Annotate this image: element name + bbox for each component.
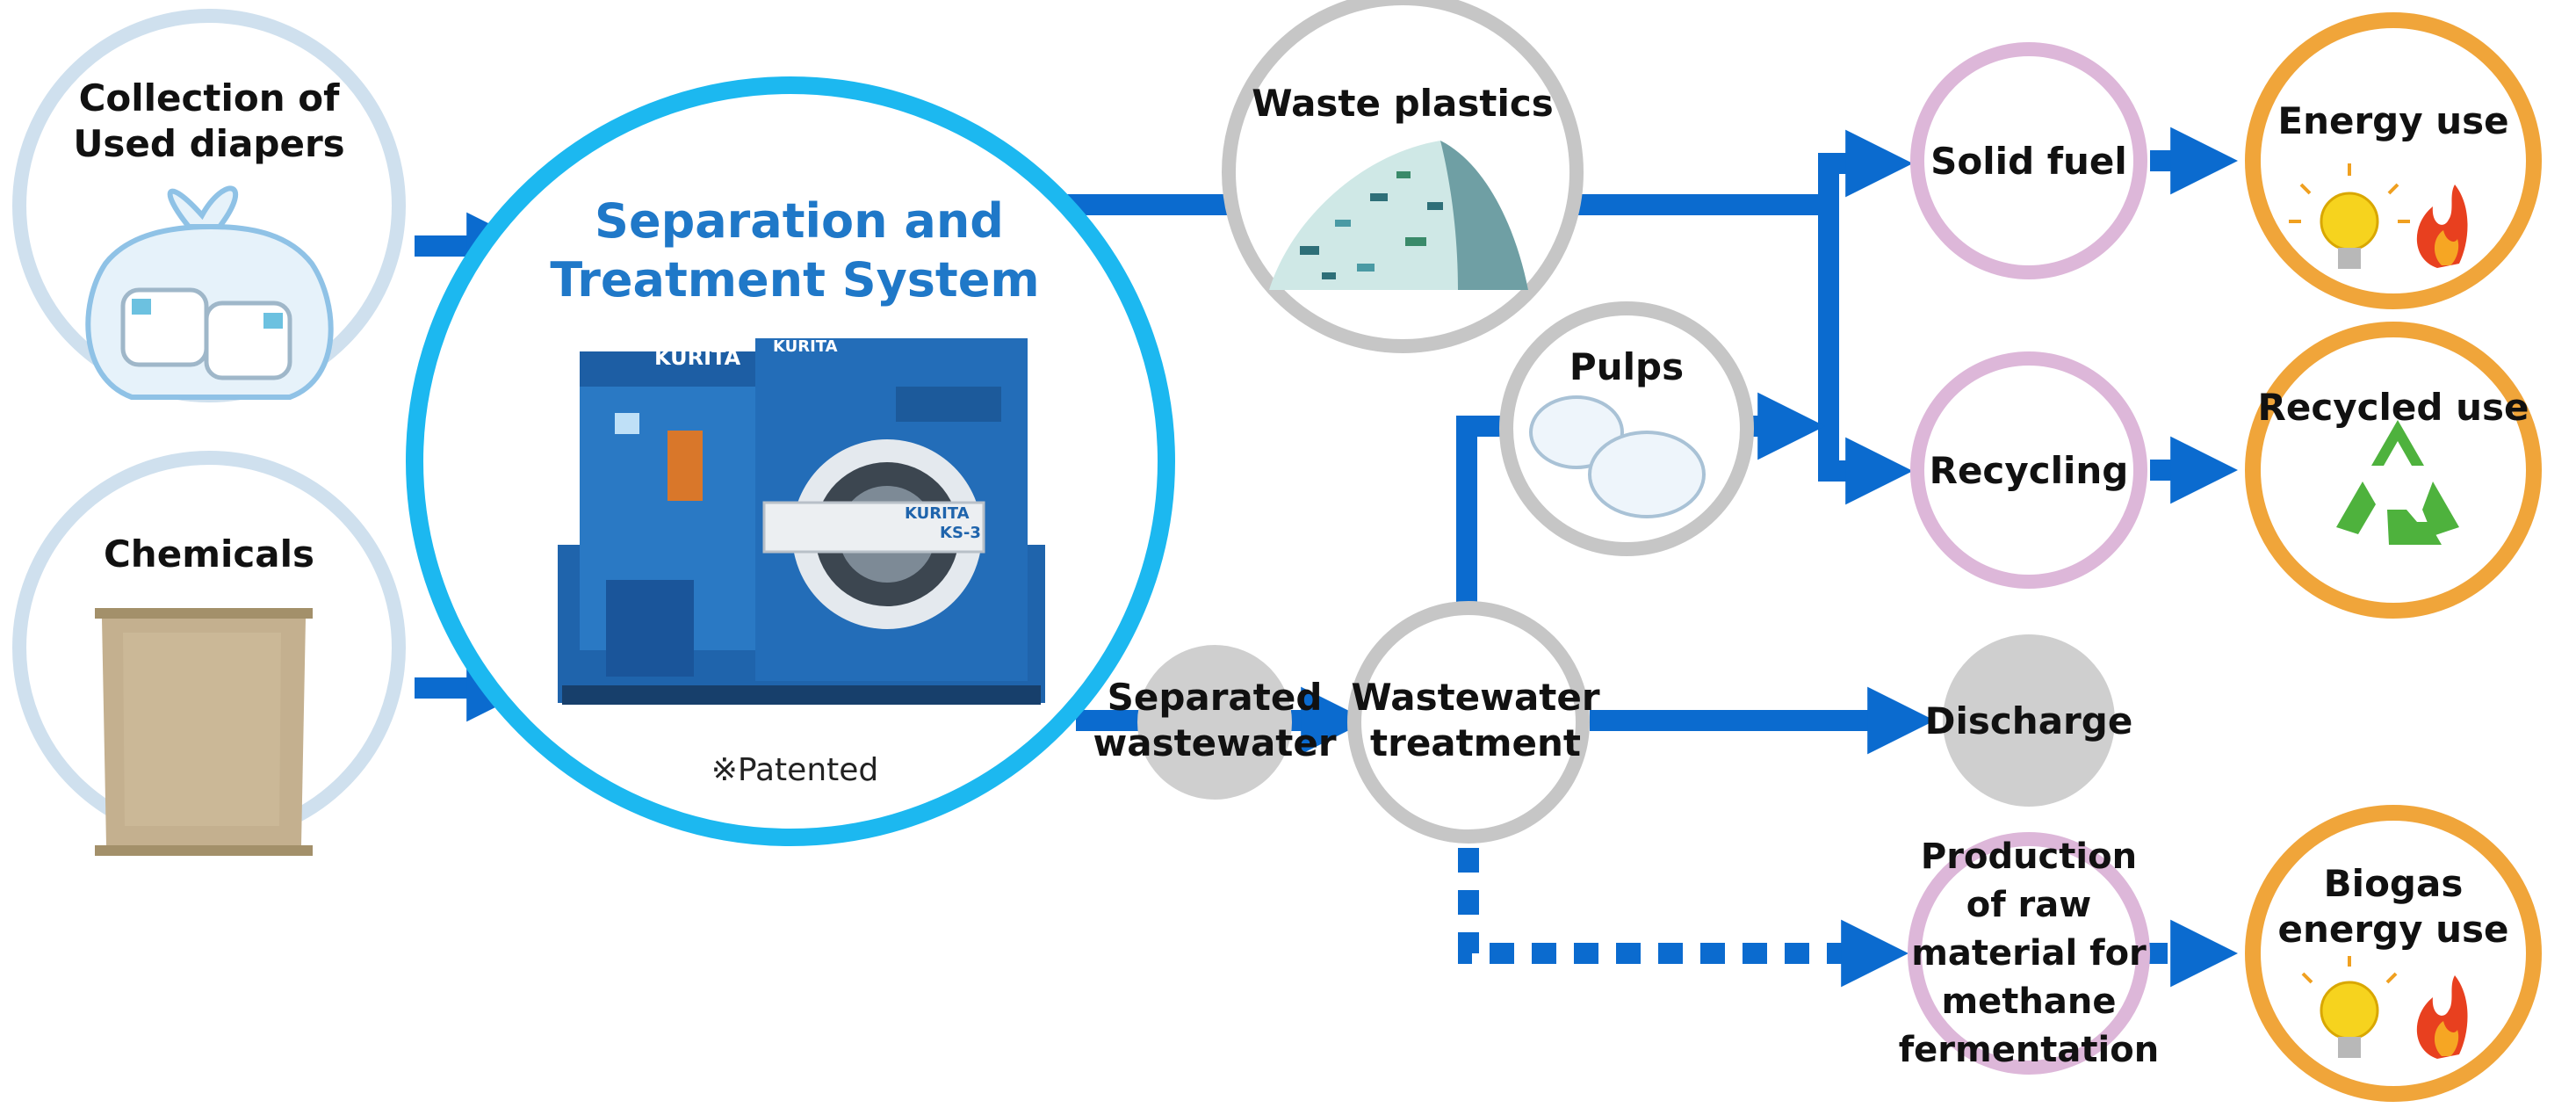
node-energy-use: Energy use bbox=[2245, 12, 2542, 309]
node-system: Separation and Treatment System KURITA K… bbox=[406, 76, 1175, 846]
separated-wastewater-line2: wastewater bbox=[1093, 721, 1336, 764]
node-separated-wastewater: Separated wastewater bbox=[1093, 645, 1337, 800]
recycling-ring bbox=[1910, 351, 2147, 589]
wastewater-treatment-line1: Wastewater bbox=[1351, 676, 1599, 719]
methane-ring bbox=[1908, 832, 2150, 1075]
waste-plastics-label: Waste plastics bbox=[1252, 82, 1554, 125]
energy-use-label: Energy use bbox=[2277, 99, 2508, 142]
dashed-treatment-to-methane bbox=[1458, 848, 1909, 988]
solid-fuel-ring bbox=[1910, 42, 2147, 279]
methane-line1: Production bbox=[1921, 836, 2137, 877]
chemical-sack-icon bbox=[95, 608, 313, 856]
machine-brand-left: KURITA bbox=[654, 345, 741, 370]
diapers-label-line2: Used diapers bbox=[73, 122, 344, 165]
recycling-label: Recycling bbox=[1930, 449, 2129, 492]
arrow-junction-to-solid-fuel bbox=[1818, 129, 1913, 205]
discharge-disc bbox=[1943, 634, 2115, 807]
biogas-line1: Biogas bbox=[2324, 862, 2464, 905]
lightbulb-icon bbox=[2289, 163, 2410, 269]
discharge-label: Discharge bbox=[1925, 699, 2133, 742]
node-discharge: Discharge bbox=[1925, 634, 2133, 807]
separated-wastewater-disc bbox=[1137, 645, 1292, 800]
arrow-junction-to-recycling bbox=[1818, 205, 1913, 505]
pulps-label: Pulps bbox=[1569, 345, 1684, 388]
methane-line5: fermentation bbox=[1899, 1030, 2159, 1070]
methane-line2: of raw bbox=[1966, 885, 2091, 925]
wastewater-treatment-line2: treatment bbox=[1370, 721, 1581, 764]
system-title-line2: Treatment System bbox=[550, 252, 1039, 308]
separated-wastewater-line1: Separated bbox=[1108, 676, 1323, 719]
methane-line3: material for bbox=[1911, 933, 2147, 974]
node-biogas-energy-use: Biogas energy use bbox=[2245, 805, 2542, 1102]
methane-line4: methane bbox=[1941, 981, 2116, 1022]
node-chemicals: Chemicals bbox=[12, 451, 406, 856]
node-recycling: Recycling bbox=[1910, 351, 2147, 589]
node-methane-raw-material: Production of raw material for methane f… bbox=[1899, 832, 2159, 1075]
biogas-line2: energy use bbox=[2277, 908, 2508, 951]
chemicals-label: Chemicals bbox=[104, 532, 314, 576]
biogas-ring bbox=[2245, 805, 2542, 1102]
patented-note: ※Patented bbox=[711, 752, 879, 788]
wastewater-treatment-ring bbox=[1347, 601, 1590, 844]
flow-arrows bbox=[415, 127, 2238, 988]
lightbulb-icon bbox=[2301, 956, 2398, 1058]
pulp-icon bbox=[1529, 395, 1706, 518]
node-used-diapers: Collection of Used diapers bbox=[12, 9, 406, 402]
solid-fuel-label: Solid fuel bbox=[1930, 140, 2127, 183]
recycled-use-label: Recycled use bbox=[2258, 386, 2529, 429]
diapers-label-line1: Collection of bbox=[79, 76, 341, 119]
flame-icon bbox=[2416, 185, 2468, 268]
line-treatment-to-pulps bbox=[1456, 416, 1502, 606]
machine-image: KURITA KURITA KURITA KS-3 bbox=[558, 337, 1045, 705]
system-title-line1: Separation and bbox=[595, 193, 1004, 249]
node-pulps: Pulps bbox=[1499, 301, 1754, 556]
recycled-use-ring bbox=[2245, 322, 2542, 619]
node-recycled-use: Recycled use bbox=[2245, 322, 2542, 619]
machine-brand-panel: KURITA bbox=[905, 504, 970, 523]
energy-use-ring bbox=[2245, 12, 2542, 309]
plastic-pile-icon bbox=[1269, 141, 1528, 290]
node-waste-plastics: Waste plastics bbox=[1222, 0, 1584, 353]
recycle-icon bbox=[2336, 420, 2459, 545]
node-wastewater-treatment: Wastewater treatment bbox=[1347, 601, 1600, 844]
machine-brand-top: KURITA bbox=[773, 337, 838, 356]
machine-model-panel: KS-3 bbox=[940, 524, 981, 542]
diaper-bag-icon bbox=[85, 185, 334, 400]
flame-icon bbox=[2416, 975, 2468, 1059]
node-solid-fuel: Solid fuel bbox=[1910, 42, 2147, 279]
